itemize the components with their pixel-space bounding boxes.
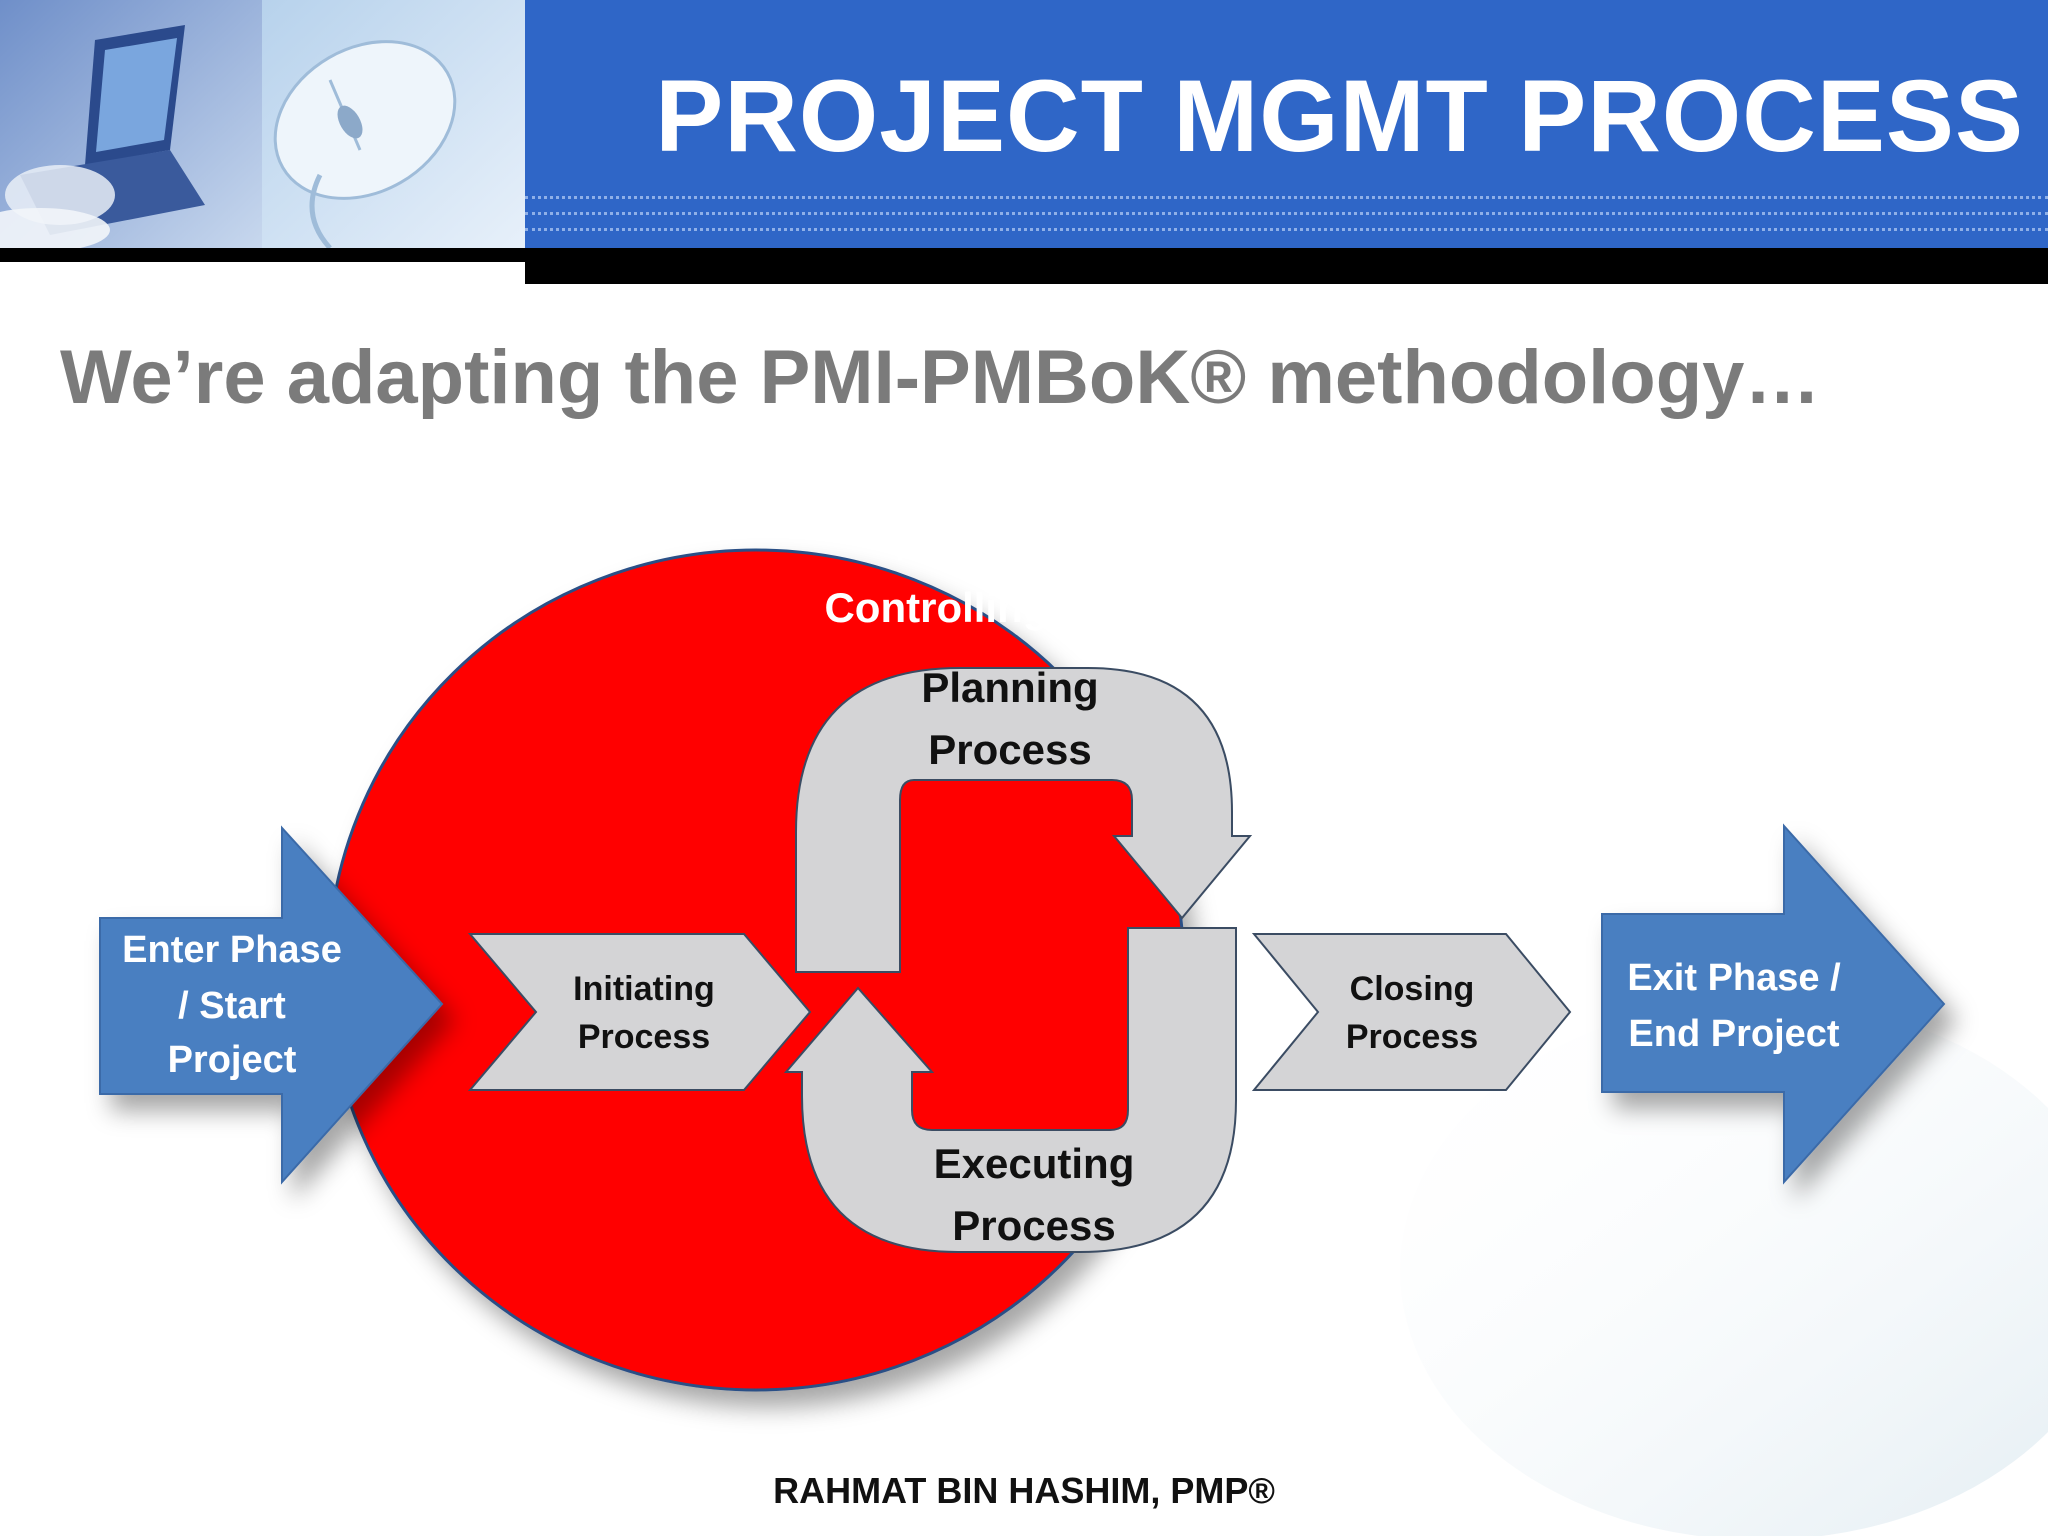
- initiating-label-line2: Process: [578, 1018, 710, 1056]
- laptop-icon: [0, 25, 205, 248]
- header-divider: [525, 228, 2048, 231]
- planning-label-line2: Process: [928, 726, 1091, 773]
- exit-phase-arrow: [1601, 823, 1946, 1185]
- initiating-process-arrow: [467, 933, 812, 1091]
- header-rule: [525, 248, 2048, 284]
- executing-process-arrow: [783, 927, 1237, 1253]
- mouse-icon: [273, 40, 457, 248]
- planning-label-line1: Planning: [921, 664, 1098, 711]
- enter-label-line3: Project: [168, 1039, 297, 1081]
- monitoring-label-line2: Controlling Process: [824, 584, 1223, 631]
- slide-subtitle: We’re adapting the PMI-PMBoK® methodolog…: [60, 335, 1821, 420]
- header-divider: [525, 212, 2048, 215]
- header-rule: [0, 248, 525, 262]
- executing-label-line2: Process: [952, 1202, 1115, 1249]
- enter-phase-arrow: [99, 825, 444, 1185]
- monitoring-label-line1: Monitoring &: [895, 522, 1154, 569]
- page-title: PROJECT MGMT PROCESS: [655, 59, 2024, 173]
- exit-label-line2: End Project: [1628, 1013, 1839, 1055]
- author-footer: RAHMAT BIN HASHIM, PMP®: [773, 1470, 1275, 1511]
- header-bar: [525, 0, 2048, 248]
- background-wash: [1400, 1000, 2048, 1536]
- closing-process-arrow: [1251, 933, 1572, 1091]
- executing-label-line1: Executing: [934, 1140, 1135, 1187]
- closing-label-line2: Process: [1346, 1018, 1478, 1056]
- initiating-label-line1: Initiating: [573, 970, 715, 1008]
- enter-label-line1: Enter Phase: [122, 929, 342, 971]
- header-photo: [0, 0, 525, 248]
- closing-label-line1: Closing: [1350, 970, 1475, 1008]
- planning-process-arrow: [795, 667, 1253, 973]
- enter-label-line2: / Start: [178, 985, 286, 1027]
- header-divider: [525, 196, 2048, 199]
- exit-label-line1: Exit Phase /: [1627, 957, 1841, 999]
